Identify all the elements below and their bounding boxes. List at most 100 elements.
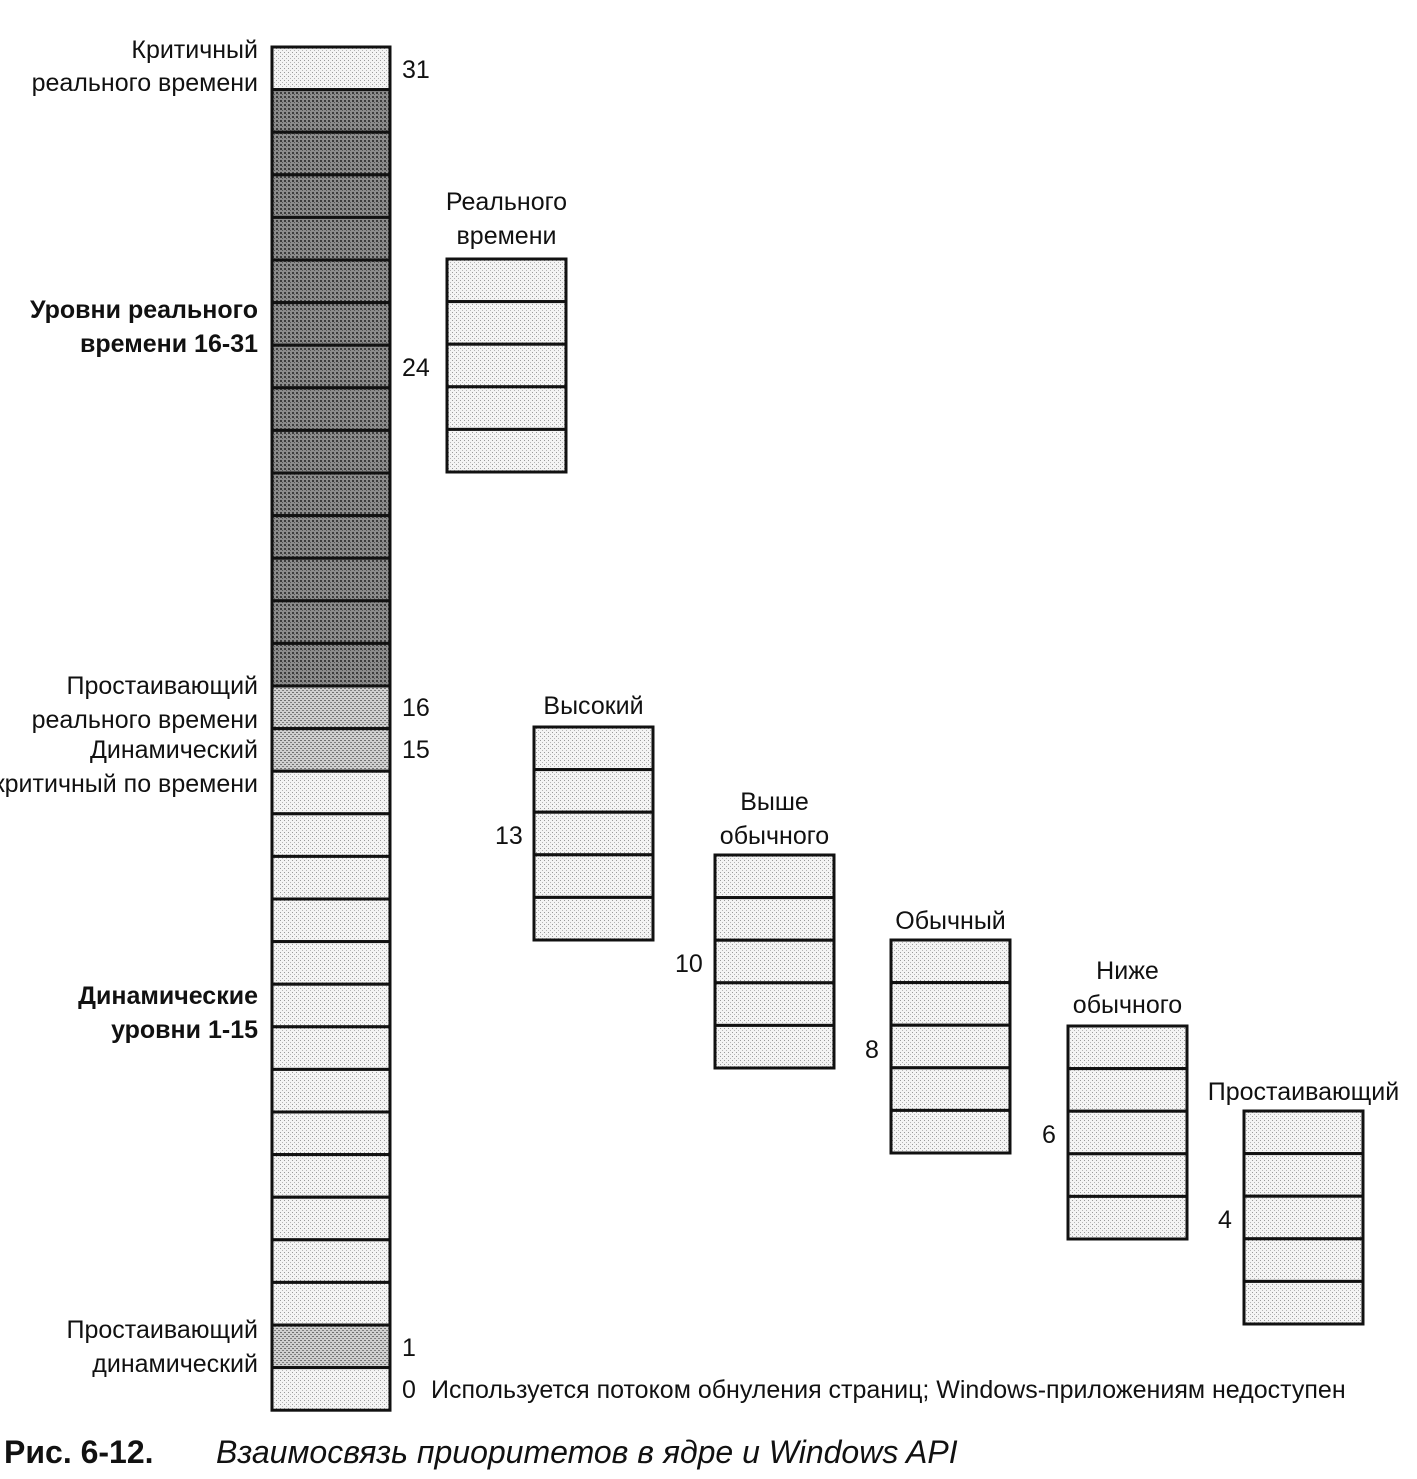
class-level-cell [713,981,836,1027]
class-title-high: Высокий [543,692,643,720]
class-level-cell [1066,1109,1189,1156]
class-title-normal: Обычный [895,907,1006,935]
class-level-cell [713,1023,836,1070]
class-level-cell [532,853,655,899]
kernel-level-cell [270,684,392,731]
class-level-cell [445,257,568,304]
class-level-cell [1066,1194,1189,1241]
kernel-level-cell [270,1025,392,1071]
class-base-priority-normal: 8 [865,1036,879,1064]
kernel-level-cell [270,88,392,134]
class-level-cell [1066,1024,1189,1071]
priority-class-high: Высокий 13 [495,692,655,942]
kernel-level-cell [270,514,392,560]
kernel-level-cell [270,769,392,816]
class-title-above-normal: Выше [740,788,809,816]
level-label-rt-levels-line: времени 16-31 [80,330,258,358]
class-level-cell [713,853,836,900]
level-number-1: 1 [402,1334,416,1362]
class-level-cell [445,342,568,389]
kernel-level-cell [270,1067,392,1114]
kernel-level-cell [270,1366,392,1412]
level-label-idle-dynamic-line: Простаивающий [67,1316,258,1344]
class-base-priority-above-normal: 10 [675,950,703,978]
level-label-dynamic-critical-line: Динамический [90,736,258,764]
kernel-level-cell [270,343,392,390]
kernel-level-cell [270,556,392,603]
kernel-level-cell [270,1153,392,1199]
class-title-realtime: Реального [446,188,567,216]
class-level-cell [889,938,1012,985]
kernel-level-cell [270,130,392,177]
class-level-cell [889,1023,1012,1070]
class-base-priority-below-normal: 6 [1042,1121,1056,1149]
kernel-level-cell [270,1195,392,1242]
class-level-cell [713,896,836,942]
kernel-level-cell [270,45,392,92]
kernel-priority-column [270,45,392,1412]
class-level-cell [889,1108,1012,1155]
kernel-level-cell [270,897,392,944]
kernel-level-cell [270,258,392,305]
level-label-idle-dynamic-line: динамический [92,1350,258,1378]
level-label-idle-rt-line: Простаивающий [67,672,258,700]
class-level-cell [1242,1109,1365,1156]
priority-class-normal: Обычный 8 [865,907,1012,1155]
figure-caption: Взаимосвязь приоритетов в ядре и Windows… [216,1434,958,1470]
kernel-level-cell [270,982,392,1029]
kernel-level-cell [270,940,392,986]
class-level-cell [1242,1152,1365,1198]
priority-class-below-normal: Ниже обычного 6 [1042,957,1189,1241]
level-number-0: 0 [402,1376,416,1404]
level-label-critical-rt-line: Критичный [131,36,258,64]
kernel-level-cell [270,215,392,262]
class-title-above-normal: обычного [720,822,829,850]
class-title-below-normal: Ниже [1096,957,1159,985]
class-level-cell [1066,1067,1189,1113]
kernel-level-cell [270,428,392,475]
kernel-level-cell [270,727,392,773]
level-number-31: 31 [402,56,430,84]
kernel-level-cell [270,1110,392,1157]
class-level-cell [532,768,655,814]
class-level-cell [889,981,1012,1027]
level-number-24: 24 [402,354,430,382]
class-level-cell [445,427,568,474]
class-base-priority-idle: 4 [1218,1206,1232,1234]
level-zero-note: Используется потоком обнуления страниц; … [431,1376,1346,1404]
class-level-cell [1242,1279,1365,1326]
figure-number: Рис. 6-12. [4,1434,154,1470]
level-number-15: 15 [402,736,430,764]
class-level-cell [532,810,655,857]
kernel-level-cell [270,471,392,518]
level-label-idle-rt-line: реального времени [32,706,258,734]
kernel-level-cell [270,812,392,858]
class-title-idle: Простаивающий [1208,1078,1399,1106]
kernel-level-cell [270,641,392,688]
level-label-rt-levels-line: Уровни реального [30,296,258,324]
class-level-cell [532,725,655,772]
class-level-cell [889,1066,1012,1112]
class-title-realtime: времени [457,222,557,250]
class-title-below-normal: обычного [1073,991,1182,1019]
class-base-priority-high: 13 [495,822,523,850]
kernel-level-cell [270,599,392,645]
class-level-cell [532,895,655,942]
kernel-level-cell [270,1238,392,1284]
kernel-level-cell [270,854,392,901]
class-level-cell [1242,1237,1365,1283]
kernel-level-cell [270,1280,392,1327]
kernel-level-cell [270,301,392,347]
class-level-cell [445,385,568,431]
kernel-level-cell [270,386,392,432]
level-label-dynamic-critical-line: критичный по времени [0,770,258,798]
level-label-critical-rt-line: реального времени [32,69,258,97]
class-level-cell [1066,1152,1189,1198]
class-level-cell [445,300,568,346]
level-number-16: 16 [402,694,430,722]
level-label-dynamic-levels-line: уровни 1-15 [111,1016,258,1044]
kernel-level-cell [270,173,392,219]
